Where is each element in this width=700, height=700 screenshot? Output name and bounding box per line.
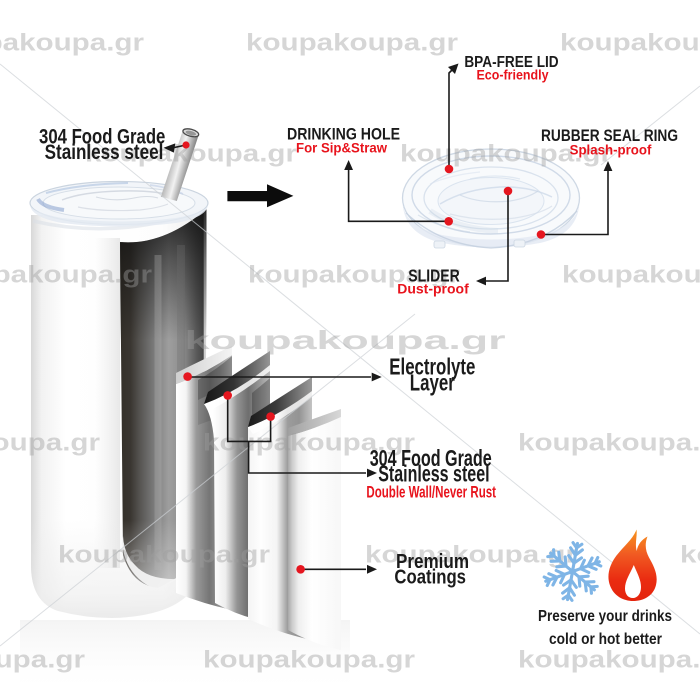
svg-text:For Sip&Straw: For Sip&Straw xyxy=(296,140,387,156)
svg-text:koupakoupa.gr: koupakoupa.gr xyxy=(185,325,506,355)
svg-text:Eco-friendly: Eco-friendly xyxy=(477,68,549,83)
svg-text:RUBBER SEAL RING: RUBBER SEAL RING xyxy=(541,126,678,145)
svg-text:koupakoupa.gr: koupakoupa.gr xyxy=(680,542,700,569)
svg-text:BPA-FREE LID: BPA-FREE LID xyxy=(464,54,558,71)
svg-text:koupakoupa.gr: koupakoupa.gr xyxy=(246,30,458,57)
svg-text:SLIDER: SLIDER xyxy=(408,266,460,286)
svg-text:koupakoupa.gr: koupakoupa.gr xyxy=(203,430,415,457)
svg-text:Layer: Layer xyxy=(410,369,455,395)
svg-text:koupakoupa.gr: koupakoupa.gr xyxy=(0,262,152,289)
svg-text:Dust-proof: Dust-proof xyxy=(397,281,469,297)
svg-text:koupakoupa.gr: koupakoupa.gr xyxy=(518,430,700,457)
svg-text:koupakoupa.gr: koupakoupa.gr xyxy=(203,647,415,674)
svg-text:koupakoupa.gr: koupakoupa.gr xyxy=(0,430,100,457)
svg-text:koupakoupa.gr: koupakoupa.gr xyxy=(562,262,700,289)
svg-text:304 Food Grade: 304 Food Grade xyxy=(39,125,165,149)
svg-text:koupakoupa.gr: koupakoupa.gr xyxy=(365,542,577,569)
svg-text:DRINKING HOLE: DRINKING HOLE xyxy=(287,125,400,144)
svg-text:cold or hot better: cold or hot better xyxy=(549,631,662,648)
svg-text:koupakoupa.gr: koupakoupa.gr xyxy=(58,542,270,569)
svg-text:Stainless steel: Stainless steel xyxy=(378,461,489,487)
svg-text:koupakoupa.gr: koupakoupa.gr xyxy=(85,141,297,168)
svg-text:304 Food Grade: 304 Food Grade xyxy=(370,445,492,471)
svg-text:Preserve your drinks: Preserve your drinks xyxy=(538,608,672,625)
svg-text:koupakoupa.gr: koupakoupa.gr xyxy=(248,262,460,289)
svg-text:Stainless steel: Stainless steel xyxy=(45,140,164,164)
svg-text:koupakoupa.gr: koupakoupa.gr xyxy=(0,30,144,57)
svg-text:koupakoupa.gr: koupakoupa.gr xyxy=(518,647,700,674)
svg-text:koupakoupa.gr: koupakoupa.gr xyxy=(0,647,85,674)
svg-text:Electrolyte: Electrolyte xyxy=(389,353,475,379)
svg-text:Coatings: Coatings xyxy=(394,567,466,589)
svg-text:koupakoupa.gr: koupakoupa.gr xyxy=(400,141,612,168)
svg-text:Premium: Premium xyxy=(396,551,469,573)
svg-text:koupakoupa.gr: koupakoupa.gr xyxy=(560,30,700,57)
svg-text:Splash-proof: Splash-proof xyxy=(570,142,652,158)
svg-text:Double Wall/Never Rust: Double Wall/Never Rust xyxy=(366,483,496,501)
